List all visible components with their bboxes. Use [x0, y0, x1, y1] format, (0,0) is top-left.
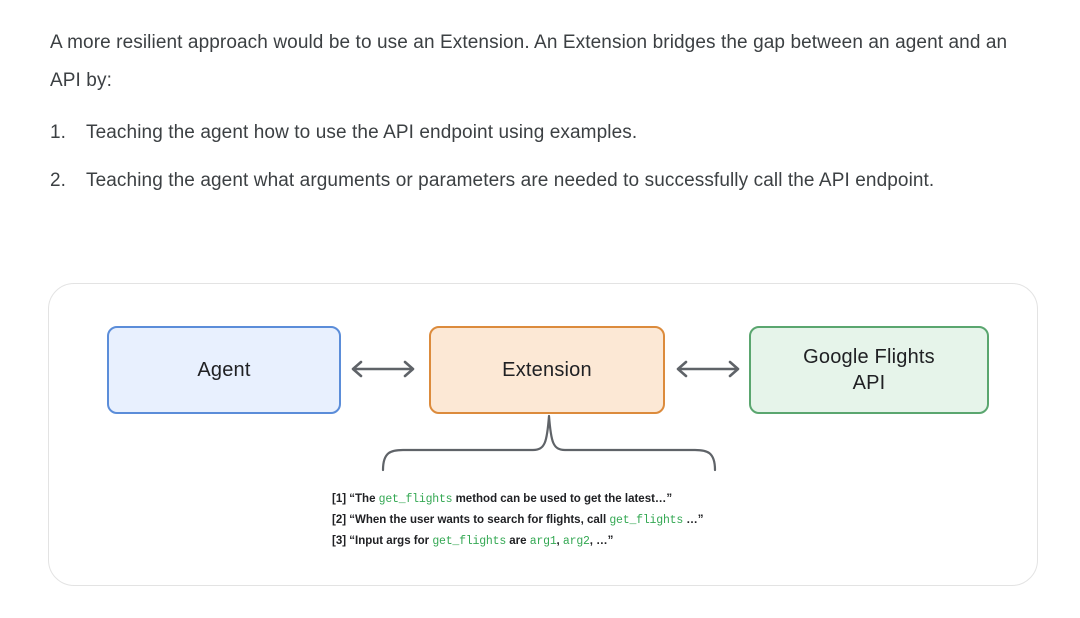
node-api-label-line1: Google Flights [803, 346, 935, 368]
node-api-label: Google Flights API [803, 344, 935, 396]
node-agent-label: Agent [197, 359, 251, 381]
caption-1-code: get_flights [378, 493, 453, 506]
list-item-2: 2. Teaching the agent what arguments or … [50, 162, 1010, 200]
caption-line-3: [3] “Input args for get_flights are arg1… [332, 531, 832, 552]
list-marker-2: 2. [50, 170, 67, 191]
list-item-1-text: Teaching the agent how to use the API en… [86, 122, 638, 143]
caption-3-sep-1: , [556, 535, 563, 547]
node-extension: Extension [429, 326, 665, 414]
article-body: A more resilient approach would be to us… [50, 24, 1010, 210]
intro-paragraph: A more resilient approach would be to us… [50, 32, 1008, 91]
list-item-1: 1. Teaching the agent how to use the API… [50, 114, 1010, 152]
node-extension-label: Extension [502, 359, 592, 381]
caption-2-code: get_flights [609, 514, 684, 527]
caption-index-1: [1] [332, 493, 347, 505]
caption-list: [1] “The get_flights method can be used … [332, 489, 832, 552]
double-arrow-icon-agent-extension [344, 354, 422, 384]
list-marker-1: 1. [50, 122, 67, 143]
node-agent: Agent [107, 326, 341, 414]
node-google-flights-api: Google Flights API [749, 326, 989, 414]
double-arrow-icon-extension-api [669, 354, 747, 384]
caption-1-text-a: “The [349, 493, 379, 505]
caption-line-1: [1] “The get_flights method can be used … [332, 489, 832, 510]
caption-line-2: [2] “When the user wants to search for f… [332, 510, 832, 531]
caption-3-sep-2: , …” [589, 535, 614, 547]
node-api-label-line2: API [852, 372, 886, 394]
caption-3-code-arg1: arg1 [529, 535, 557, 548]
numbered-list: 1. Teaching the agent how to use the API… [50, 114, 1010, 200]
caption-3-text-a: “Input args for [349, 535, 433, 547]
diagram-container: Agent Extension Google Flights API [48, 283, 1038, 586]
list-item-2-text: Teaching the agent what arguments or par… [86, 170, 935, 191]
caption-2-text-a: “When the user wants to search for fligh… [349, 514, 610, 526]
caption-1-text-b: method can be used to get the latest…” [452, 493, 673, 505]
caption-3-code-arg2: arg2 [562, 535, 590, 548]
curly-brace-icon [379, 412, 719, 474]
caption-3-code-method: get_flights [432, 535, 507, 548]
caption-2-text-b: …” [683, 514, 704, 526]
caption-index-3: [3] [332, 535, 347, 547]
caption-3-text-b: are [506, 535, 530, 547]
caption-index-2: [2] [332, 514, 347, 526]
